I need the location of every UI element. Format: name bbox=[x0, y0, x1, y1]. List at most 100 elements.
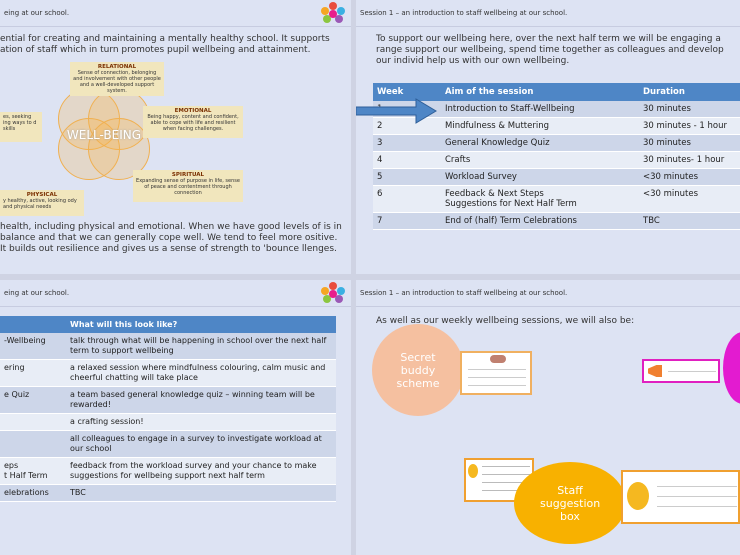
cell-description: a team based general knowledge quiz – wi… bbox=[66, 386, 336, 414]
cell-session: eps t Half Term bbox=[0, 457, 66, 485]
table-row: a crafting session! bbox=[0, 413, 336, 431]
cell-session: e Quiz bbox=[0, 386, 66, 414]
intro-text: To support our wellbeing here, over the … bbox=[376, 34, 724, 66]
slide-header: Session 1 – an introduction to staff wel… bbox=[356, 280, 740, 307]
cell-duration: 30 minutes - 1 hour bbox=[639, 117, 740, 135]
cell-duration: 30 minutes bbox=[639, 134, 740, 152]
slide-session-plan[interactable]: Session 1 – an introduction to staff wel… bbox=[356, 0, 740, 274]
suggestion-card-thumbnail bbox=[621, 470, 740, 524]
slide-extra-initiatives[interactable]: Session 1 – an introduction to staff wel… bbox=[356, 280, 740, 555]
column-header-duration: Duration bbox=[639, 83, 740, 101]
cell-duration: 30 minutes- 1 hour bbox=[639, 151, 740, 169]
cell-week: 4 bbox=[373, 151, 441, 169]
column-header-session bbox=[0, 316, 66, 333]
cell-session: -Wellbeing bbox=[0, 333, 66, 360]
cell-week: 5 bbox=[373, 168, 441, 186]
column-header-look-like: What will this look like? bbox=[66, 316, 336, 333]
megaphone-card-thumbnail bbox=[642, 359, 720, 383]
slide-header-text: eing at our school. bbox=[4, 9, 70, 17]
megaphone-icon bbox=[648, 365, 662, 377]
physical-text: y healthy, active, looking ody and physi… bbox=[3, 198, 77, 210]
session-table: Week Aim of the session Duration 1Introd… bbox=[373, 83, 740, 230]
cell-aim: General Knowledge Quiz bbox=[441, 134, 639, 152]
slide-header: eing at our school. bbox=[0, 0, 351, 27]
cell-aim: End of (half) Term Celebrations bbox=[441, 212, 639, 230]
left-box-text: es, seeking ing ways to d skills bbox=[3, 114, 37, 132]
secret-buddy-label: Secret buddy scheme bbox=[396, 350, 440, 390]
table-row: all colleagues to engage in a survey to … bbox=[0, 430, 336, 458]
cell-duration: <30 minutes bbox=[639, 185, 740, 213]
suggestion-box-blob: Staff suggestion box bbox=[514, 462, 626, 544]
slide-wellbeing-overview[interactable]: eing at our school. ential for creating … bbox=[0, 0, 351, 274]
cell-duration: <30 minutes bbox=[639, 168, 740, 186]
wellbeing-label: WELL-BEING bbox=[66, 128, 142, 142]
cell-description: TBC bbox=[66, 484, 336, 502]
pink-blob bbox=[723, 332, 740, 404]
secret-buddy-blob: Secret buddy scheme bbox=[372, 324, 464, 416]
cell-description: a crafting session! bbox=[66, 413, 336, 431]
cell-week: 7 bbox=[373, 212, 441, 230]
outro-text: health, including physical and emotional… bbox=[0, 222, 342, 254]
slide-header: eing at our school. bbox=[0, 280, 351, 307]
cell-description: all colleagues to engage in a survey to … bbox=[66, 430, 336, 458]
slide-header-text: Session 1 – an introduction to staff wel… bbox=[360, 9, 568, 17]
spiritual-box: SPIRITUAL Expanding sense of purpose in … bbox=[133, 170, 243, 202]
cell-duration: TBC bbox=[639, 212, 740, 230]
slide-header-text: eing at our school. bbox=[4, 289, 70, 297]
slide-session-details[interactable]: eing at our school. What will this look … bbox=[0, 280, 351, 555]
intro-text: ential for creating and maintaining a me… bbox=[0, 34, 330, 55]
cell-description: feedback from the workload survey and yo… bbox=[66, 457, 336, 485]
school-logo bbox=[321, 282, 345, 304]
cell-aim: Mindfulness & Muttering bbox=[441, 117, 639, 135]
cell-aim: Workload Survey bbox=[441, 168, 639, 186]
wellbeing-circle bbox=[88, 118, 150, 180]
column-header-aim: Aim of the session bbox=[441, 83, 639, 101]
column-header-week: Week bbox=[373, 83, 441, 101]
suggestion-box-label: Staff suggestion box bbox=[540, 483, 601, 523]
cell-session bbox=[0, 430, 66, 458]
lightbulb-icon bbox=[468, 464, 478, 478]
emotional-text: Being happy, content and confident, able… bbox=[147, 114, 239, 132]
cell-aim: Crafts bbox=[441, 151, 639, 169]
cell-description: talk through what will be happening in s… bbox=[66, 333, 336, 360]
emotional-title: EMOTIONAL bbox=[174, 108, 212, 114]
cell-duration: 30 minutes bbox=[639, 101, 740, 118]
cell-description: a relaxed session where mindfulness colo… bbox=[66, 359, 336, 387]
cell-week: 6 bbox=[373, 185, 441, 213]
cell-session: ering bbox=[0, 359, 66, 387]
spiritual-title: SPIRITUAL bbox=[171, 172, 205, 178]
buddy-card-thumbnail bbox=[460, 351, 532, 395]
cell-week: 2 bbox=[373, 117, 441, 135]
cell-aim: Introduction to Staff-Wellbeing bbox=[441, 101, 639, 118]
cell-aim: Feedback & Next Steps Suggestions for Ne… bbox=[441, 185, 639, 213]
slide-header-text: Session 1 – an introduction to staff wel… bbox=[360, 289, 568, 297]
left-box: es, seeking ing ways to d skills bbox=[0, 112, 42, 142]
question-bulb-icon bbox=[627, 482, 649, 510]
cell-session bbox=[0, 413, 66, 431]
intro-text: As well as our weekly wellbeing sessions… bbox=[376, 316, 635, 326]
relational-title: RELATIONAL bbox=[97, 64, 137, 70]
physical-box: PHYSICAL y healthy, active, looking ody … bbox=[0, 190, 84, 216]
cell-week: 3 bbox=[373, 134, 441, 152]
cell-session: elebrations bbox=[0, 484, 66, 502]
emotional-box: EMOTIONAL Being happy, content and confi… bbox=[143, 106, 243, 138]
physical-title: PHYSICAL bbox=[26, 192, 58, 198]
slide-header: Session 1 – an introduction to staff wel… bbox=[356, 0, 740, 27]
school-logo bbox=[321, 2, 345, 24]
spiritual-text: Expanding sense of purpose in life, sens… bbox=[136, 178, 240, 196]
relational-box: RELATIONAL Sense of connection, belongin… bbox=[70, 62, 164, 96]
relational-text: Sense of connection, belonging and invol… bbox=[73, 70, 161, 94]
arrow-right-icon bbox=[356, 98, 437, 124]
